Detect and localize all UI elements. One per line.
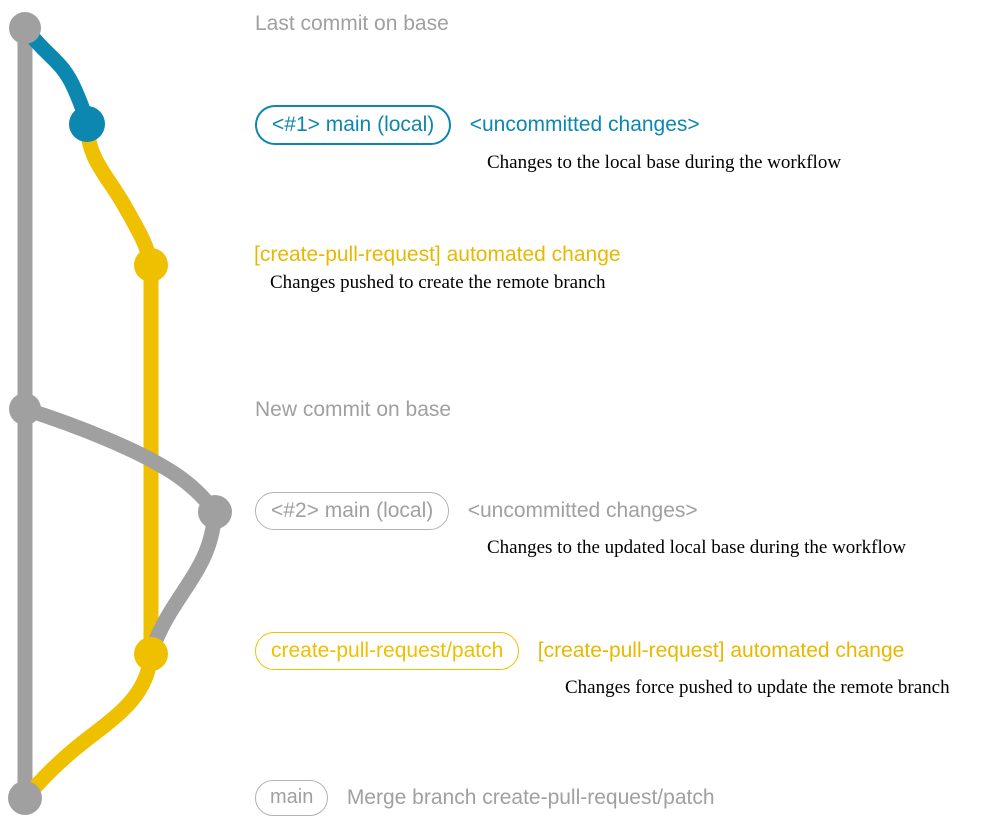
commit-node-local-2 [198, 495, 232, 529]
description-local-base-changes: Changes to the local base during the wor… [487, 152, 842, 173]
edge-base-2-to-local-2 [17, 401, 223, 520]
branch-badge-create-pull-request-patch[interactable]: create-pull-request/patch [255, 632, 520, 670]
headline-uncommitted-changes-1: <uncommitted changes> [469, 113, 700, 136]
description-pushed-create-remote-branch: Changes pushed to create the remote bran… [270, 272, 606, 293]
headline-new-commit-on-base: New commit on base [255, 398, 452, 421]
row-commit-merge: main Merge branch create-pull-request/pa… [255, 780, 715, 816]
commit-node-base-1 [9, 12, 41, 44]
commit-node-merge [8, 781, 42, 815]
branch-badge-main[interactable]: main [255, 780, 329, 816]
row-last-commit-on-base: Last commit on base [255, 12, 449, 36]
row-commit-local-1: <#1> main (local) <uncommitted changes> … [255, 105, 841, 174]
commit-node-remote-create [134, 248, 168, 282]
commit-node-remote-update [134, 637, 168, 671]
row-commit-remote-update: create-pull-request/patch [create-pull-r… [255, 632, 950, 699]
edge-local-1-to-remote-1 [79, 116, 159, 273]
commit-node-base-2 [9, 393, 41, 425]
branch-badge-main-local-2[interactable]: <#2> main (local) [255, 492, 450, 530]
description-updated-local-base-changes: Changes to the updated local base during… [487, 537, 906, 558]
commit-node-local-1 [69, 106, 105, 142]
branch-badge-main-local-1[interactable]: <#1> main (local) [255, 105, 452, 145]
description-force-pushed-update-remote-branch: Changes force pushed to update the remot… [565, 677, 950, 698]
edge-remote-2-to-merge [17, 646, 159, 806]
row-commit-local-2: <#2> main (local) <uncommitted changes> … [255, 492, 906, 559]
row-commit-remote-create: [create-pull-request] automated change C… [254, 243, 621, 294]
headline-merge-branch: Merge branch create-pull-request/patch [346, 786, 715, 809]
headline-automated-change-1: [create-pull-request] automated change [254, 243, 621, 266]
headline-uncommitted-changes-2: <uncommitted changes> [467, 499, 698, 522]
headline-automated-change-2: [create-pull-request] automated change [537, 639, 905, 662]
row-new-commit-on-base: New commit on base [255, 398, 451, 422]
headline-last-commit-on-base: Last commit on base [255, 12, 449, 35]
